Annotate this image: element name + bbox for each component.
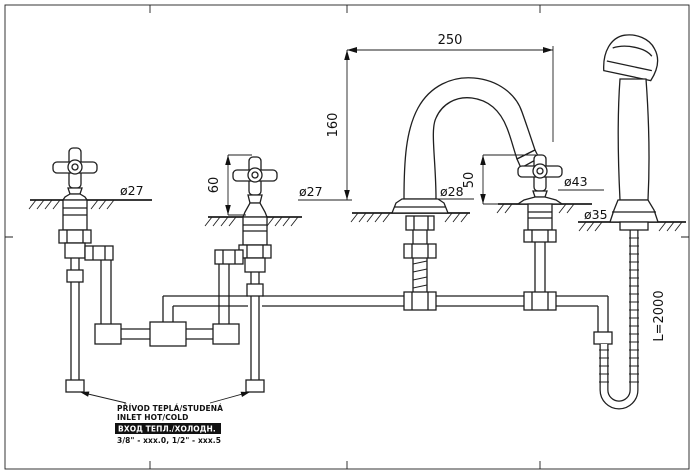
tee-body [149, 321, 187, 347]
coupling-nut [66, 269, 84, 283]
handle-stem [532, 190, 548, 198]
dim-label-50: 50 [462, 172, 477, 189]
diverter-tee-fitting [523, 291, 557, 311]
handle-hub [532, 163, 548, 179]
label-valve3-diameter: ø43 [564, 174, 588, 189]
drawing-frame [4, 4, 690, 470]
spout-lock-nut [403, 243, 437, 259]
dim-valve2-height: 60 [207, 154, 252, 216]
diameter-labels: ø27 ø27 ø28 ø43 ø35 [120, 174, 608, 222]
leader-arrow-left [80, 391, 90, 397]
label-spout-diameter: ø28 [440, 184, 464, 199]
label-holder-diameter: ø35 [584, 207, 608, 222]
inlet-note-sizes: 3/8" - xxx.0, 1/2" - xxx.5 [117, 436, 221, 445]
hose-ribs [599, 237, 639, 383]
valve-cold [214, 156, 278, 393]
dim-spout-reach: 250 [347, 33, 554, 142]
tee-right-nut [212, 323, 240, 345]
valve-lower-body [244, 257, 266, 273]
escutcheon [242, 202, 268, 218]
dim-label-60: 60 [207, 177, 222, 194]
handshower-handle [617, 78, 650, 201]
spout-escutcheon [391, 198, 449, 214]
handle-hub-medallion [251, 171, 259, 179]
handshower [603, 34, 659, 231]
tee-branch-pipe [162, 296, 174, 322]
inlet-leaders [80, 391, 250, 404]
shank-thread [412, 260, 428, 289]
handle-hub-medallion [71, 163, 79, 171]
handle-stem [247, 194, 263, 204]
shower-holder-base [609, 199, 659, 223]
inlet-fitting [245, 379, 265, 393]
inlet-note-czech: PŘÍVOD TEPLÁ/STUDENÁ [117, 404, 223, 413]
handle-hub [67, 159, 83, 175]
handle-hub [247, 167, 263, 183]
inlet-fitting [65, 379, 85, 393]
inlet-annotation: PŘÍVOD TEPLÁ/STUDENÁ INLET HOT/COLD ВХОД… [115, 404, 223, 445]
valve-lower-body [64, 242, 86, 259]
dim-label-hose: L=2000 [652, 290, 667, 341]
handshower-head [603, 34, 659, 82]
tee-left-nut [94, 323, 122, 345]
diverter-shank [534, 242, 546, 292]
valve2-outlet-pipe [218, 264, 230, 324]
mounting-nut [58, 229, 92, 244]
mixing-bar-pipe [121, 328, 213, 340]
side-outlet-nut [214, 249, 244, 265]
leader-arrow-right [240, 391, 250, 397]
inlet-note-english: INLET HOT/COLD [117, 413, 189, 422]
escutcheon [515, 196, 565, 205]
inlet-note-russian: ВХОД ТЕПЛ./ХОЛОДН. [118, 425, 216, 434]
frame-center-marks [5, 5, 689, 469]
label-valve2-diameter: ø27 [299, 184, 323, 199]
label-valve1-diameter: ø27 [120, 183, 144, 198]
holder-locknut [619, 221, 649, 231]
mounting-nut [238, 244, 272, 259]
dim-valve3-height: 50 [462, 154, 536, 205]
dimensions: 250 160 60 50 L=2000 [207, 33, 667, 342]
escutcheon [61, 193, 89, 201]
right-elbow-pipe [597, 296, 609, 332]
side-outlet-nut [84, 245, 114, 261]
spout-tee-fitting [403, 291, 437, 311]
valve-body [527, 203, 553, 231]
valve1-outlet-pipe [100, 260, 112, 324]
valve-diverter [515, 154, 565, 311]
dim-label-250: 250 [438, 33, 463, 48]
dim-spout-height: 160 [298, 50, 352, 201]
deck-hatching [28, 199, 683, 232]
shower-hose [599, 230, 639, 410]
valve-hot [52, 147, 114, 393]
dim-hose-length: L=2000 [652, 290, 667, 341]
handle-stem [67, 187, 83, 195]
spout-shank-nut [405, 215, 435, 231]
handle-hub-medallion [536, 167, 544, 175]
spout [391, 77, 540, 311]
dim-label-160: 160 [326, 113, 341, 138]
hose-inner [600, 230, 638, 409]
inlet-note-highlight-bar [115, 423, 221, 434]
coupling-nut [246, 283, 264, 297]
hose-connector-nut [593, 331, 613, 345]
mounting-nut [523, 229, 557, 243]
